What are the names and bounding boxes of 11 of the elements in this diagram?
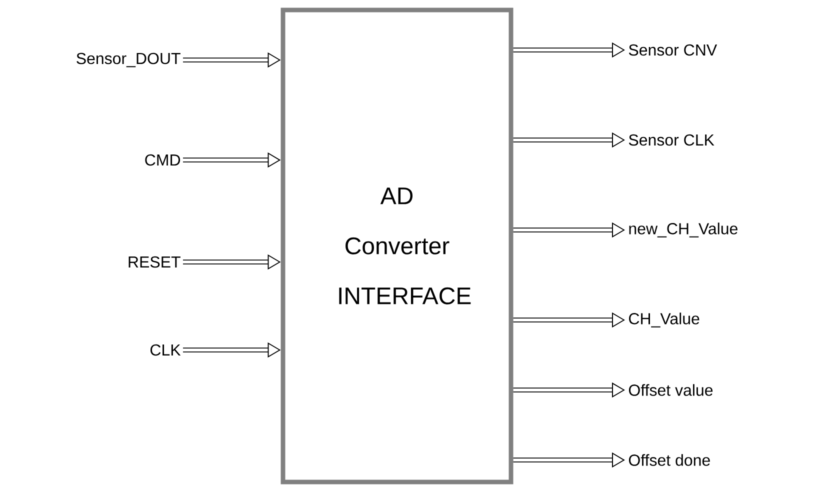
interface-block: AD Converter INTERFACE bbox=[280, 8, 514, 484]
signal-label: CMD bbox=[145, 154, 180, 166]
signal-label: RESET bbox=[128, 256, 180, 268]
signal-label: Sensor CNV bbox=[628, 44, 718, 56]
signal-label: Offset done bbox=[628, 454, 710, 466]
signal-label: Sensor_DOUT bbox=[76, 52, 180, 68]
signal-label: new_CH_Value bbox=[629, 222, 738, 238]
signal-label: Offset value bbox=[628, 384, 713, 396]
signal-label: CLK bbox=[150, 344, 181, 356]
signal-label: CH_Value bbox=[629, 312, 700, 328]
signal-label: Sensor CLK bbox=[628, 134, 714, 146]
